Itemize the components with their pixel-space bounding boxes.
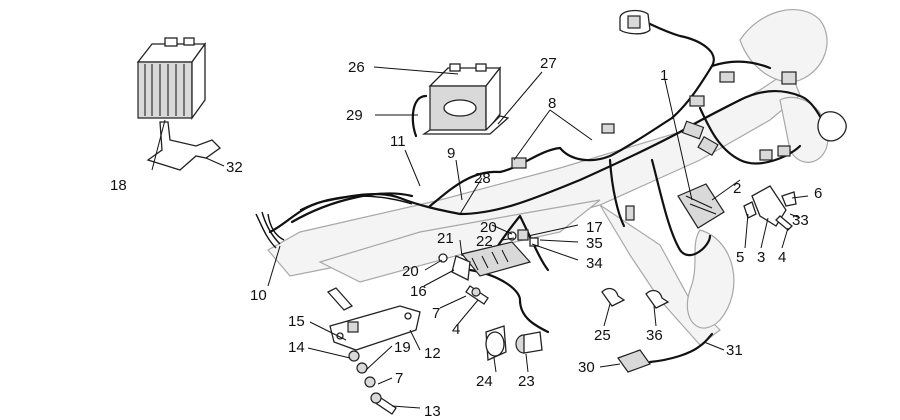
callout-10: 10 bbox=[250, 287, 267, 304]
callout-31: 31 bbox=[726, 342, 743, 359]
leader-lines bbox=[151, 66, 809, 409]
callout-23: 23 bbox=[518, 373, 535, 390]
frame-outline bbox=[267, 9, 829, 346]
callout-1: 1 bbox=[660, 67, 668, 84]
mounting-plate bbox=[326, 287, 421, 351]
callout-34: 34 bbox=[586, 255, 603, 272]
callout-13: 13 bbox=[424, 403, 441, 420]
callout-3: 3 bbox=[757, 249, 765, 266]
battery-bracket bbox=[146, 121, 222, 171]
callout-18: 18 bbox=[110, 177, 127, 194]
callout-12: 12 bbox=[424, 345, 441, 362]
left-connector-loom bbox=[255, 192, 414, 249]
connector-cluster bbox=[511, 71, 797, 221]
callout-7: 7 bbox=[432, 305, 440, 322]
callout-20: 20 bbox=[480, 219, 497, 236]
callout-2: 2 bbox=[733, 180, 741, 197]
callout-27: 27 bbox=[540, 55, 557, 72]
callout-8: 8 bbox=[548, 95, 556, 112]
handlebar-switch bbox=[619, 9, 651, 35]
control-unit bbox=[677, 183, 725, 229]
socket-23 bbox=[515, 331, 543, 354]
fuse-box bbox=[438, 241, 532, 281]
callout-24: 24 bbox=[476, 373, 493, 390]
callout-35: 35 bbox=[586, 235, 603, 252]
callout-32: 32 bbox=[226, 159, 243, 176]
callout-36: 36 bbox=[646, 327, 663, 344]
callout-5: 5 bbox=[736, 249, 744, 266]
callout-9: 9 bbox=[447, 145, 455, 162]
callout-14: 14 bbox=[288, 339, 305, 356]
callout-25: 25 bbox=[594, 327, 611, 344]
callout-labels: 1 2 3 4 4 5 6 7 7 8 9 10 11 12 13 14 15 … bbox=[110, 55, 822, 420]
callout-4: 4 bbox=[778, 249, 786, 266]
battery-small bbox=[136, 37, 207, 121]
callout-26: 26 bbox=[348, 59, 365, 76]
callout-19: 19 bbox=[394, 339, 411, 356]
callout-28: 28 bbox=[474, 170, 491, 187]
callout-11: 11 bbox=[390, 133, 406, 150]
clamp-25 bbox=[601, 287, 626, 307]
callout-30: 30 bbox=[578, 359, 595, 376]
lead-31 bbox=[648, 332, 714, 364]
callout-15: 15 bbox=[288, 313, 305, 330]
sensor-bracket bbox=[743, 185, 797, 231]
callout-29: 29 bbox=[346, 107, 363, 124]
callout-16: 16 bbox=[410, 283, 427, 300]
callout-6: 6 bbox=[814, 185, 822, 202]
cable-clip-24 bbox=[485, 325, 507, 361]
relay-30 bbox=[617, 349, 651, 373]
callout-21: 21 bbox=[437, 230, 454, 247]
fastener-stack bbox=[348, 285, 489, 415]
callout-4: 4 bbox=[452, 321, 460, 338]
battery-large bbox=[421, 63, 510, 135]
callout-20: 20 bbox=[402, 263, 419, 280]
relay-set bbox=[507, 229, 539, 247]
right-switch bbox=[817, 111, 847, 142]
callout-7: 7 bbox=[395, 370, 403, 387]
callout-22: 22 bbox=[476, 233, 493, 250]
battery-strap-cable bbox=[411, 94, 428, 138]
clamp-36 bbox=[645, 289, 670, 309]
callout-17: 17 bbox=[586, 219, 603, 236]
callout-33: 33 bbox=[792, 212, 809, 229]
